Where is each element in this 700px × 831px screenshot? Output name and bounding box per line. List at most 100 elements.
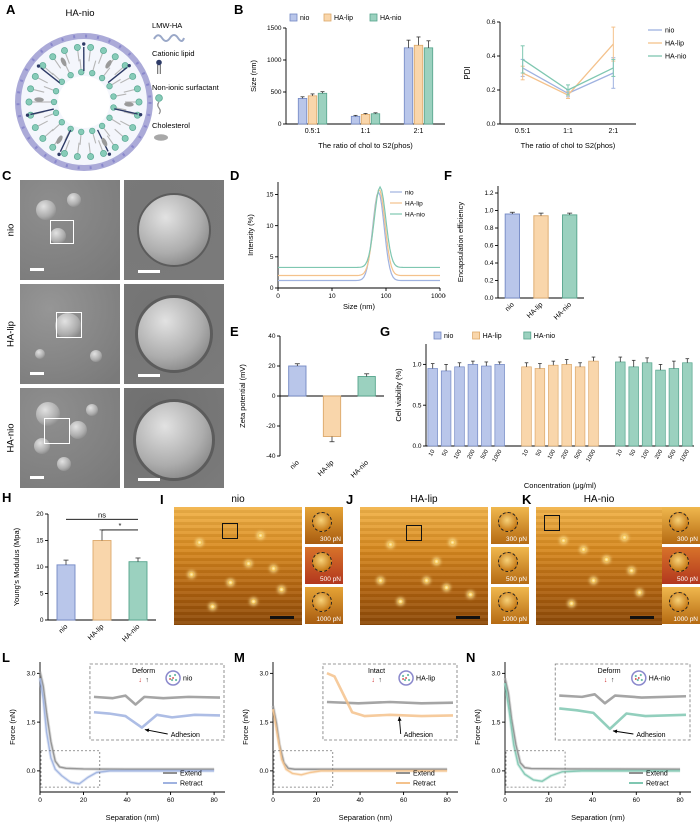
non-ionic-surfactant-icon xyxy=(155,94,163,115)
svg-text:10: 10 xyxy=(36,564,44,571)
svg-text:HA-lip: HA-lip xyxy=(334,15,353,22)
svg-text:0: 0 xyxy=(270,285,274,292)
svg-text:500: 500 xyxy=(480,449,490,460)
svg-text:1.2: 1.2 xyxy=(484,190,493,197)
svg-text:0: 0 xyxy=(503,797,507,804)
afm-inset-1000pn: 1000 pN xyxy=(662,587,700,624)
svg-text:Zeta potential (mV): Zeta potential (mV) xyxy=(238,364,247,428)
svg-text:1:1: 1:1 xyxy=(361,128,371,135)
schematic-legend: LMW-HA Cationic lipid Non-ionic surfacta… xyxy=(152,21,234,150)
afm-inset-500pn: 500 pN xyxy=(491,547,529,584)
force-region-circle xyxy=(312,512,332,532)
svg-text:0.0: 0.0 xyxy=(486,121,495,128)
svg-text:HA-lip: HA-lip xyxy=(526,301,545,320)
svg-text:60: 60 xyxy=(400,797,408,804)
svg-text:HA-nio: HA-nio xyxy=(405,212,425,219)
svg-text:*: * xyxy=(119,521,122,530)
svg-text:1.5: 1.5 xyxy=(259,719,268,726)
panel-label-l: L xyxy=(2,650,10,665)
svg-text:60: 60 xyxy=(167,797,175,804)
schematic-title: HA-nio xyxy=(65,8,95,19)
svg-text:Intact: Intact xyxy=(368,668,385,675)
svg-text:HA-nio: HA-nio xyxy=(649,676,671,683)
svg-text:0.2: 0.2 xyxy=(484,278,493,285)
svg-text:5: 5 xyxy=(40,591,44,598)
svg-text:100: 100 xyxy=(453,449,463,460)
svg-text:HA-lip: HA-lip xyxy=(416,676,435,683)
panel-label-m: M xyxy=(234,650,245,665)
svg-text:↑: ↑ xyxy=(378,677,382,684)
afm-image-hanio xyxy=(536,507,662,625)
lmw-ha-icon xyxy=(153,33,185,42)
svg-text:Young's Modulus (Mpa): Young's Modulus (Mpa) xyxy=(12,527,21,606)
afm-inset-500pn: 500 pN xyxy=(662,547,700,584)
svg-text:Adhesion: Adhesion xyxy=(171,732,200,739)
svg-text:ns: ns xyxy=(98,510,106,519)
panel-label-g: G xyxy=(380,324,391,339)
force-region-circle xyxy=(498,592,518,612)
svg-text:0: 0 xyxy=(38,797,42,804)
svg-text:↓: ↓ xyxy=(604,677,608,684)
svg-text:10: 10 xyxy=(428,449,436,458)
tem-row-label-halip: HA-lip xyxy=(5,321,17,347)
panel-label-a: A xyxy=(6,2,16,17)
panel-label-j: J xyxy=(346,492,354,507)
legend-item-lmw-ha: LMW-HA xyxy=(152,21,234,43)
svg-text:↓: ↓ xyxy=(138,677,142,684)
svg-text:50: 50 xyxy=(535,449,543,458)
svg-text:100: 100 xyxy=(641,449,651,460)
afm-inset-500pn: 500 pN xyxy=(305,547,343,584)
svg-text:Adhesion: Adhesion xyxy=(636,732,665,739)
svg-text:↑: ↑ xyxy=(145,677,149,684)
svg-text:Extend: Extend xyxy=(413,771,435,778)
svg-text:Concentration (μg/ml): Concentration (μg/ml) xyxy=(524,481,597,490)
svg-text:Separation (nm): Separation (nm) xyxy=(571,813,625,822)
svg-text:HA-nio: HA-nio xyxy=(380,15,402,22)
svg-text:0: 0 xyxy=(276,293,280,300)
svg-text:500: 500 xyxy=(574,449,584,460)
svg-text:20: 20 xyxy=(268,363,276,370)
tem-zoom-halip xyxy=(124,284,224,384)
legend-item-cationic-lipid: Cationic lipid xyxy=(152,49,234,78)
legend-item-cholesterol: Cholesterol xyxy=(152,121,234,143)
svg-text:HA-nio: HA-nio xyxy=(121,623,141,643)
svg-text:-40: -40 xyxy=(266,453,276,460)
afm-title-halip: HA-lip xyxy=(410,494,438,505)
svg-text:0: 0 xyxy=(271,797,275,804)
panel-label-b: B xyxy=(234,2,244,17)
svg-text:20: 20 xyxy=(36,511,44,518)
svg-text:nio: nio xyxy=(405,190,414,197)
svg-text:0.4: 0.4 xyxy=(486,53,495,60)
afm-inset-300pn: 300 pN xyxy=(305,507,343,544)
svg-text:3.0: 3.0 xyxy=(259,671,268,678)
svg-text:Size (nm): Size (nm) xyxy=(249,59,258,92)
svg-text:40: 40 xyxy=(123,797,131,804)
panel-label-n: N xyxy=(466,650,476,665)
force-region-circle xyxy=(498,512,518,532)
svg-text:Intensity (%): Intensity (%) xyxy=(246,214,255,256)
svg-text:Retract: Retract xyxy=(180,781,203,788)
svg-text:HA-lip: HA-lip xyxy=(87,623,106,642)
svg-text:0.2: 0.2 xyxy=(486,87,495,94)
svg-text:2:1: 2:1 xyxy=(414,128,424,135)
svg-text:↓: ↓ xyxy=(371,677,375,684)
svg-text:↑: ↑ xyxy=(611,677,615,684)
svg-text:1:1: 1:1 xyxy=(563,128,573,135)
afm-insets-halip: 300 pN 500 pN 1000 pN xyxy=(491,507,529,627)
svg-text:0.0: 0.0 xyxy=(259,768,268,775)
afm-insets-hanio: 300 pN 500 pN 1000 pN xyxy=(662,507,700,627)
afm-inset-1000pn: 1000 pN xyxy=(305,587,343,624)
afm-inset-300pn: 300 pN xyxy=(662,507,700,544)
svg-text:-20: -20 xyxy=(266,423,276,430)
svg-text:0.5:1: 0.5:1 xyxy=(305,128,321,135)
svg-text:0: 0 xyxy=(278,121,282,128)
svg-text:nio: nio xyxy=(504,301,516,313)
svg-text:0.0: 0.0 xyxy=(491,768,500,775)
svg-text:Retract: Retract xyxy=(413,781,436,788)
svg-text:Force (nN): Force (nN) xyxy=(241,709,250,745)
